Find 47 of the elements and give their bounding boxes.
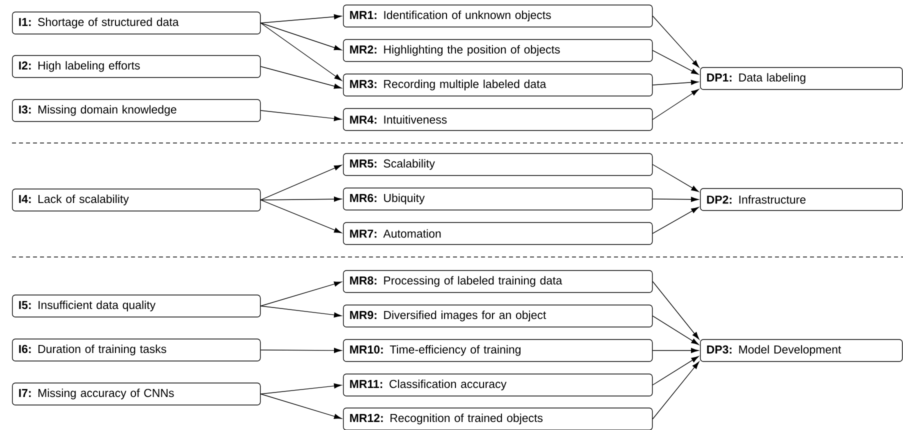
requirement-box: MR12: Recognition of trained objects xyxy=(343,408,653,430)
arrow xyxy=(652,356,699,386)
issue-box: I6: Duration of training tasks xyxy=(12,338,261,362)
arrow xyxy=(260,110,342,122)
requirement-box: MR9: Diversified images for an object xyxy=(343,304,653,328)
arrow xyxy=(260,22,342,50)
arrow xyxy=(260,196,342,202)
arrow xyxy=(260,66,342,89)
issue-box: I1: Shortage of structured data xyxy=(12,12,261,34)
issue-box: I3: Missing domain knowledge xyxy=(12,99,261,122)
arrow xyxy=(260,164,342,200)
issue-box: I4: Lack of scalability xyxy=(12,188,261,212)
arrow xyxy=(260,200,342,234)
arrow xyxy=(652,50,699,75)
arrow xyxy=(260,14,342,24)
arrow xyxy=(652,281,700,340)
arrow xyxy=(260,282,342,306)
arrow xyxy=(652,164,699,192)
issue-box: I2: High labeling efforts xyxy=(12,55,261,78)
arrow xyxy=(652,89,699,120)
principle-box: DP1: Data labeling xyxy=(700,67,903,90)
issue-box: I7: Missing accuracy of CNNs xyxy=(12,382,261,406)
arrow xyxy=(652,16,700,68)
arrow xyxy=(652,316,699,345)
issue-box: I5: Insufficient data quality xyxy=(12,294,261,318)
arrow xyxy=(652,80,699,86)
requirement-box: MR5: Scalability xyxy=(343,153,653,176)
arrow xyxy=(260,394,342,419)
principle-box: DP3: Model Development xyxy=(700,339,903,362)
arrow xyxy=(652,362,700,420)
arrow xyxy=(652,207,699,234)
requirement-box: MR11: Classification accuracy xyxy=(343,374,653,396)
requirement-box: MR2: Highlighting the position of objects xyxy=(343,39,653,62)
requirement-box: MR10: Time-efficiency of training xyxy=(343,339,653,362)
requirement-box: MR1: Identification of unknown objects xyxy=(343,4,653,28)
arrow xyxy=(260,306,342,318)
arrow xyxy=(260,348,342,353)
arrow xyxy=(260,22,342,81)
requirement-box: MR4: Intuitiveness xyxy=(343,108,653,131)
principle-box: DP2: Infrastructure xyxy=(700,188,903,211)
requirement-box: MR7: Automation xyxy=(343,222,653,245)
arrow xyxy=(652,348,699,354)
arrow xyxy=(260,383,342,394)
arrow xyxy=(652,196,699,202)
requirement-box: MR6: Ubiquity xyxy=(343,188,653,210)
requirement-box: MR3: Recording multiple labeled data xyxy=(343,74,653,96)
requirement-box: MR8: Processing of labeled training data xyxy=(343,270,653,293)
